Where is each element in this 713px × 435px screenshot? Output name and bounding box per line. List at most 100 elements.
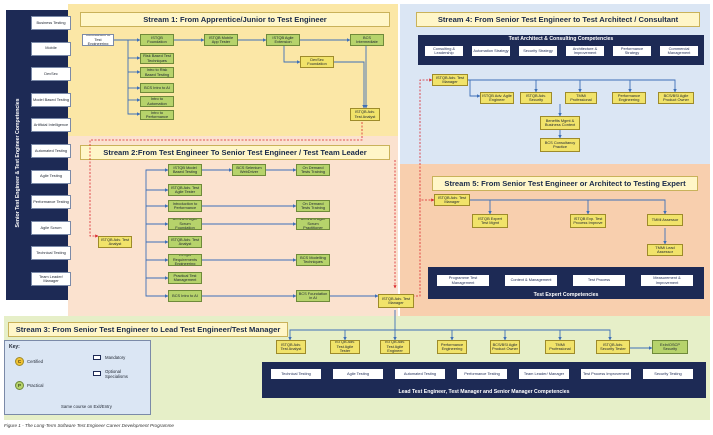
certified-badge: C bbox=[15, 357, 24, 366]
certified-badge-letter: C bbox=[17, 359, 22, 364]
s3-competency-5: Test Process Improvement bbox=[580, 368, 632, 380]
s4-performance-engineering: Performance Engineering bbox=[612, 92, 646, 104]
s2-bcs-intro-ai: BCS Intro to AI bbox=[168, 290, 202, 302]
stream4-competencies-title: Test Architect & Consulting Competencies bbox=[508, 36, 614, 42]
stream4-title: Stream 4: From Senior Test Engineer to T… bbox=[416, 12, 700, 27]
s1-istqb-mobile: ISTQB Mobile App Tester bbox=[204, 34, 238, 46]
s1-istqb-foundation: ISTQB Foundation bbox=[140, 34, 174, 46]
s3-adv-agile-engineer: ISTQB Adv. Test Agile Engineer bbox=[380, 340, 410, 354]
mandatory-swatch bbox=[93, 355, 101, 360]
s3-competency-6: Security Testing bbox=[642, 368, 694, 380]
key-certified-label: Certified bbox=[27, 359, 44, 364]
stream3-title: Stream 3: From Senior Test Engineer to L… bbox=[8, 322, 288, 337]
s2-istqb-adv-test-analyst: ISTQB Adv. Test Analyst bbox=[98, 236, 132, 248]
stream1-title: Stream 1: From Apprentice/Junior to Test… bbox=[80, 12, 390, 27]
s5-tmmi-lead-assessor: TMMi Lead Assessor bbox=[647, 244, 683, 256]
practical-badge-letter: P bbox=[17, 383, 21, 388]
s3-competency-1: Agile Testing bbox=[332, 368, 384, 380]
s5-expert-test-mgmt: ISTQB Expert Test Mgmt bbox=[472, 214, 508, 228]
side-item-8: Agile Scrum bbox=[31, 220, 71, 235]
s4-benefits-mgmt: Benefits Mgmt & Business Context bbox=[540, 116, 580, 130]
side-item-1: Mobile bbox=[31, 41, 71, 56]
s2-practical-test-management: Practical Test Management bbox=[168, 272, 202, 284]
s4-competency-3: Architecture & Improvement bbox=[565, 45, 605, 57]
s3-tmmi-professional: TMMi Professional bbox=[545, 340, 575, 354]
s4-bcs-consultancy: BCS Consultancy Practice bbox=[540, 138, 580, 152]
stream5-competencies-title: Test Expert Competencies bbox=[533, 292, 599, 298]
s5-competency-3: Measurement & Improvement bbox=[640, 274, 694, 287]
s2-model-based: ISTQB Model Based Testing bbox=[168, 164, 202, 176]
s2-on-demand-1: On Demand Tests Training bbox=[296, 164, 330, 176]
s1-bcs-intermediate: BCS Intermediate bbox=[350, 34, 384, 46]
s4-competency-4: Performance Strategy bbox=[612, 45, 652, 57]
s2-requirements-engineering: ISTQB Requirements Engineering bbox=[168, 254, 202, 266]
s1-intro-risk-based: Intro to Risk Based Testing bbox=[140, 67, 174, 78]
s2-agile-scrum-practitioner: BCS/BSI Agile Scrum Practitioner bbox=[296, 218, 330, 230]
side-item-5: Automated Testing bbox=[31, 144, 71, 158]
side-item-3: Model Based Testing bbox=[31, 92, 71, 107]
s3-exin-oscp: ExIn/OSCP Security bbox=[652, 340, 688, 354]
s3-adv-agile-tester: ISTQB Adv. Test Agile Tester bbox=[330, 340, 360, 354]
key-optional-label: Optional Specialisms bbox=[105, 369, 128, 379]
s1-intro-automation: Intro to Automation bbox=[140, 96, 174, 107]
side-panel: Senior Test Engineer & Test Engineer Com… bbox=[6, 10, 71, 300]
s4-adv-security: ISTQB Adv. Security bbox=[520, 92, 552, 104]
key-title: Key: bbox=[9, 344, 20, 350]
optional-swatch bbox=[93, 371, 101, 376]
s2-on-demand-2: On Demand Tests Training bbox=[296, 200, 330, 212]
side-item-2: DevSec bbox=[31, 67, 71, 82]
stream2-title: Stream 2:From Test Engineer To Senior Te… bbox=[80, 145, 390, 160]
s4-adv-test-manager: ISTQB Adv. Test Manager bbox=[432, 74, 468, 86]
stream5-title: Stream 5: From Senior Test Engineer or A… bbox=[432, 176, 698, 191]
s2-agile-scrum-foundation: BCS/BSI Agile Scrum Foundation bbox=[168, 218, 202, 230]
s4-competency-5: Commercial Management bbox=[659, 45, 699, 57]
s4-tmmi-professional: TMMi Professional bbox=[565, 92, 597, 104]
stream4-competency-band bbox=[418, 35, 704, 65]
stream3-competencies-title: Lead Test Engineer, Test Manager and Sen… bbox=[398, 389, 570, 395]
s1-intro-performance: Intro to Performance bbox=[140, 110, 174, 120]
key-mandatory-label: Mandatory bbox=[105, 355, 126, 360]
figure-caption: Figure 1 - The Long-Term Software Test E… bbox=[4, 423, 174, 428]
s1-devsec-foundation: DevSec Foundation bbox=[300, 56, 334, 68]
side-item-4: Artificial Intelligence bbox=[31, 118, 71, 133]
side-item-7: Performance Testing bbox=[31, 195, 71, 210]
s5-adv-test-manager: ISTQB Adv. Test Manager bbox=[434, 194, 470, 206]
s5-competency-2: Test Process bbox=[572, 274, 626, 287]
s1-istqb-adv-test-analyst: ISTQB Adv. Test Analyst bbox=[350, 108, 380, 121]
side-item-6: Agile Testing bbox=[31, 169, 71, 184]
side-panel-title: Senior Test Engineer & Test Engineer Com… bbox=[15, 98, 21, 228]
s3-competency-3: Performance Testing bbox=[456, 368, 508, 380]
s2-adv-test-analyst: ISTQB Adv. Test Analyst bbox=[168, 236, 202, 248]
legend-key: Key: C Certified P Practical Mandatory O… bbox=[4, 340, 151, 415]
s2-istqb-adv-test-manager: ISTQB Adv. Test Manager bbox=[378, 294, 414, 308]
s1-istqb-agile-ext: ISTQB Agile Extension bbox=[266, 34, 300, 46]
s3-competency-4: Team Leader/ Manager bbox=[518, 368, 570, 380]
stream2-zone bbox=[68, 136, 398, 316]
key-same-course-label: Same course on Exit/Entry bbox=[61, 404, 112, 409]
s1-risk-based-techniques: Risk Based Test Techniques bbox=[140, 53, 174, 64]
s4-competency-1: Automation Strategy bbox=[471, 45, 511, 57]
s2-intro-performance: Introduction to Performance bbox=[168, 200, 202, 212]
s2-selenium: BCS Selenium WebDriver bbox=[232, 164, 266, 176]
side-item-0: Business Testing bbox=[31, 16, 71, 30]
s1-bcs-intro-ai: BCS Intro to AI bbox=[140, 83, 174, 93]
practical-badge: P bbox=[15, 381, 24, 390]
s5-expert-tpi: ISTQB Exp. Test Process Improve bbox=[570, 214, 606, 228]
side-item-9: Technical Testing bbox=[31, 246, 71, 261]
s3-competency-0: Technical Testing bbox=[270, 368, 322, 380]
s2-foundation-ai: BCS Foundation in AI bbox=[296, 290, 330, 302]
s3-agile-product-owner: BCS/BSI Agile Product Owner bbox=[490, 340, 520, 354]
s4-competency-0: Consulting & Leadership bbox=[424, 45, 464, 57]
s5-competency-1: Context & Management bbox=[504, 274, 558, 287]
s3-adv-security-tester: ISTQB Adv. Security Tester bbox=[596, 340, 630, 354]
s1-intro-test-engineering: Introduction to Test Engineering bbox=[82, 34, 114, 46]
side-item-10: Team Leader/ Manager bbox=[31, 272, 71, 286]
s4-adv-agile-engineer: ISTQB Adv. Agile Engineer bbox=[480, 92, 514, 104]
s4-agile-product-owner: BCS/BSI Agile Product Owner bbox=[658, 92, 694, 104]
s2-agile-tester: ISTQB Adv. Test Agile Tester bbox=[168, 184, 202, 196]
s4-competency-2: Security Strategy bbox=[518, 45, 558, 57]
s5-competency-0: Programme Test Management bbox=[436, 274, 490, 287]
s3-performance-engineering: Performance Engineering bbox=[437, 340, 467, 354]
s2-modelling-techniques: BCS Modelling Techniques bbox=[296, 254, 330, 266]
